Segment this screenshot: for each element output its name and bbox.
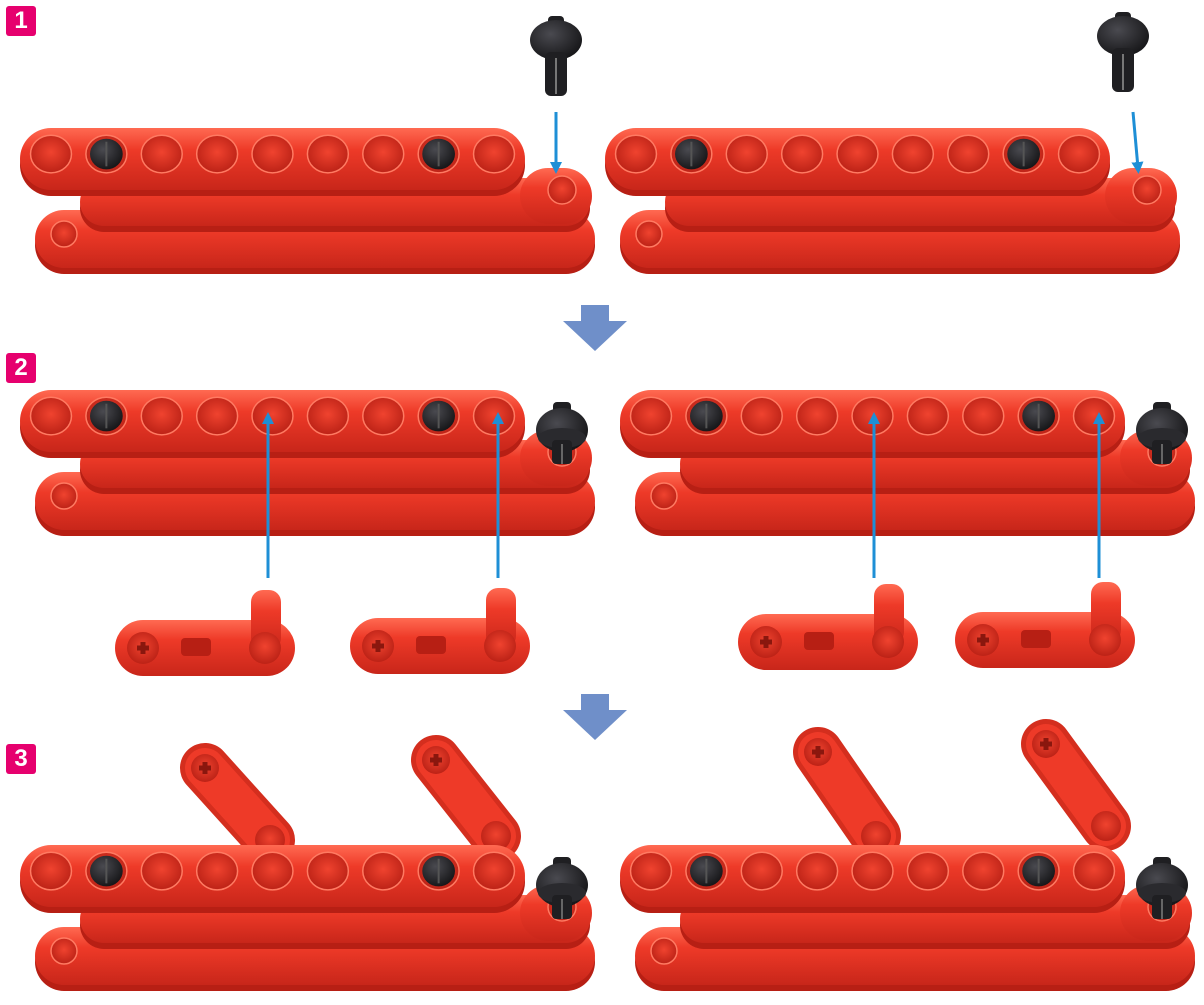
beam-hole [51,221,77,247]
black-pin-icon [530,16,582,96]
top-beam [620,845,1125,913]
insertion-arrow-icon [1133,112,1138,168]
connector-hole [1133,176,1161,204]
l-shaped-beam-icon [738,584,918,670]
beam-hole [651,483,677,509]
angled-arm-icon [191,754,285,855]
beam-hole [636,221,662,247]
black-pin-icon [1097,12,1149,92]
top-beam [20,845,525,913]
connector-hole [548,176,576,204]
top-beam [605,128,1110,196]
top-beam [20,128,525,196]
step-down-arrow-icon [563,694,627,740]
step-down-arrow-icon [563,305,627,351]
angled-arm-icon [804,738,891,851]
beam-hole [51,938,77,964]
beam-hole [651,938,677,964]
top-beam [20,390,525,458]
l-shaped-beam-icon [350,588,530,674]
angled-arm-icon [422,746,511,851]
beam-hole [51,483,77,509]
l-shaped-beam-icon [955,582,1135,668]
l-shaped-beam-icon [115,590,295,676]
angled-arm-icon [1032,730,1121,841]
